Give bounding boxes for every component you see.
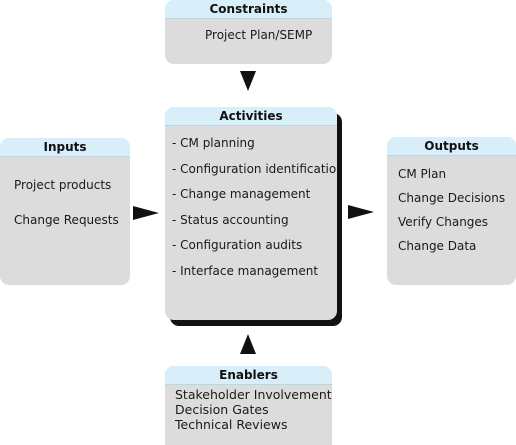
outputs-item: Change Decisions	[398, 191, 506, 205]
inputs-title: Inputs	[0, 138, 130, 157]
outputs-item: Verify Changes	[398, 215, 489, 229]
enablers-title: Enablers	[165, 366, 332, 385]
arrow-right-icon	[133, 206, 159, 220]
outputs-item: Change Data	[398, 239, 477, 253]
activities-item: - Configuration audits	[172, 238, 303, 253]
activities-title: Activities	[165, 107, 337, 126]
arrow-right-icon	[348, 205, 374, 219]
constraints-title: Constraints	[165, 0, 332, 19]
constraints-box: Constraints Project Plan/SEMP	[165, 0, 332, 64]
arrow-down-icon	[240, 71, 256, 91]
inputs-item: Project products	[14, 178, 112, 192]
outputs-box: Outputs CM Plan Change Decisions Verify …	[387, 137, 516, 285]
enablers-item: Decision Gates	[175, 402, 269, 417]
activities-item: - CM planning	[172, 136, 255, 150]
inputs-list: Project products Change Requests	[0, 157, 130, 238]
activities-item: - Interface management	[172, 263, 319, 278]
arrow-up-icon	[240, 334, 256, 354]
enablers-list: Stakeholder Involvement Decision Gates T…	[165, 385, 332, 432]
inputs-box: Inputs Project products Change Requests	[0, 138, 130, 285]
activities-item: - Change management	[172, 187, 311, 202]
activities-box: Activities - CM planning - Configuration…	[165, 107, 337, 320]
activities-list: - CM planning - Configuration identifica…	[165, 126, 337, 285]
activities-item: - Status accounting	[172, 212, 289, 227]
enablers-item: Stakeholder Involvement	[175, 387, 332, 402]
activities-item: - Configuration identification	[172, 161, 337, 176]
outputs-item: CM Plan	[398, 167, 447, 181]
constraints-list: Project Plan/SEMP	[165, 19, 332, 48]
enablers-box: Enablers Stakeholder Involvement Decisio…	[165, 366, 332, 445]
constraints-item: Project Plan/SEMP	[205, 28, 313, 42]
outputs-list: CM Plan Change Decisions Verify Changes …	[387, 156, 516, 258]
outputs-title: Outputs	[387, 137, 516, 156]
enablers-item: Technical Reviews	[175, 417, 288, 432]
inputs-item: Change Requests	[14, 213, 119, 227]
